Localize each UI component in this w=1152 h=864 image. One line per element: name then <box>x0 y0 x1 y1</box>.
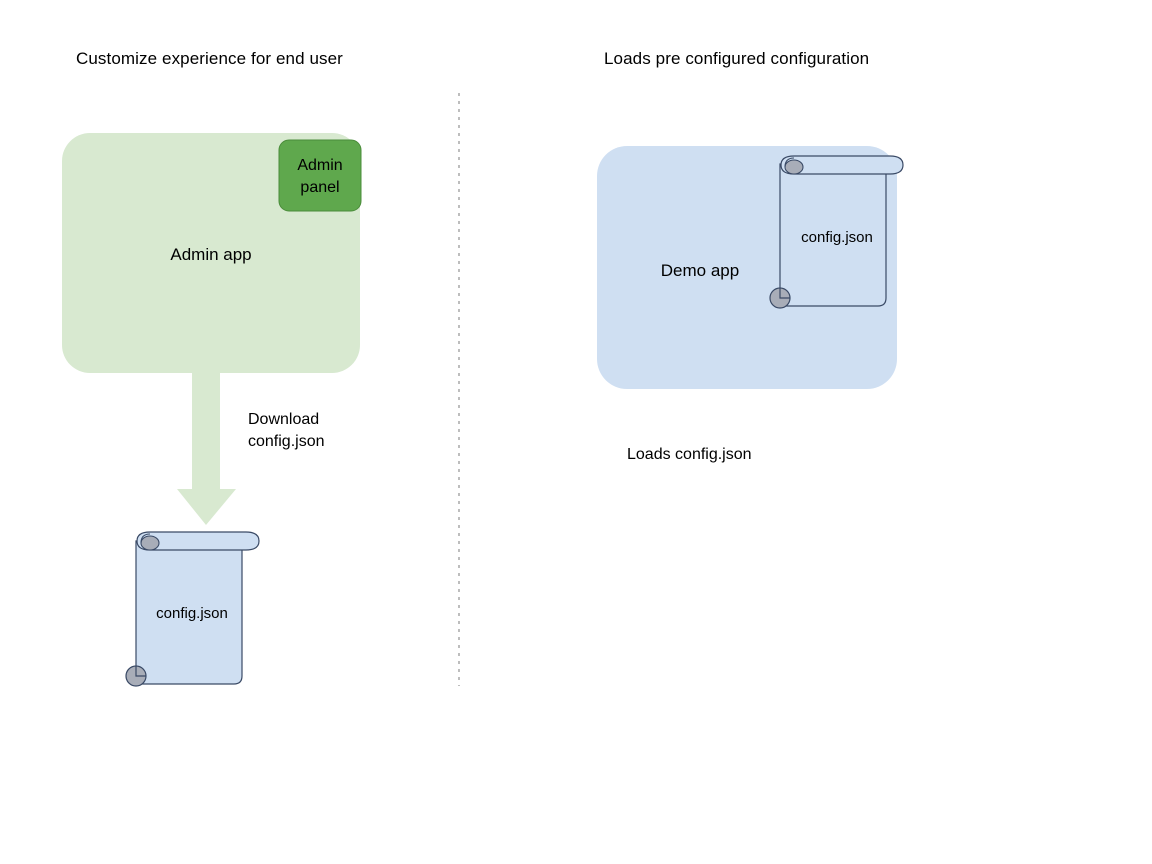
scroll-bottom-curl <box>135 666 146 677</box>
admin-app-label: Admin app <box>170 245 252 264</box>
scroll-bottom-curl <box>779 288 790 299</box>
scroll-top-curl <box>784 157 795 168</box>
admin-panel-label-line1: Admin <box>297 157 343 174</box>
right-config-json-icon[interactable] <box>769 155 904 309</box>
scroll-body <box>135 540 243 685</box>
download-arrow-icon <box>177 373 236 525</box>
left-column-title: Customize experience for end user <box>76 49 343 68</box>
demo-app-label: Demo app <box>660 261 740 280</box>
scroll-top-knob <box>784 159 804 175</box>
scroll-body <box>779 163 887 307</box>
download-arrow-label-line2: config.json <box>248 433 325 450</box>
download-arrow-label-line1: Download <box>248 411 320 428</box>
scroll-top-roll <box>780 155 904 175</box>
scroll-top-curl <box>140 533 151 544</box>
right-config-json-label: config.json <box>801 229 873 246</box>
scroll-top-knob <box>140 535 160 551</box>
admin-panel-label-line2: panel <box>300 179 340 196</box>
left-config-json-icon[interactable] <box>125 531 260 687</box>
left-config-json-label: config.json <box>156 605 228 622</box>
admin-panel-box[interactable] <box>278 139 362 212</box>
loads-config-caption: Loads config.json <box>627 446 752 463</box>
scroll-top-roll <box>136 531 260 551</box>
right-column-title: Loads pre configured configuration <box>604 49 870 68</box>
